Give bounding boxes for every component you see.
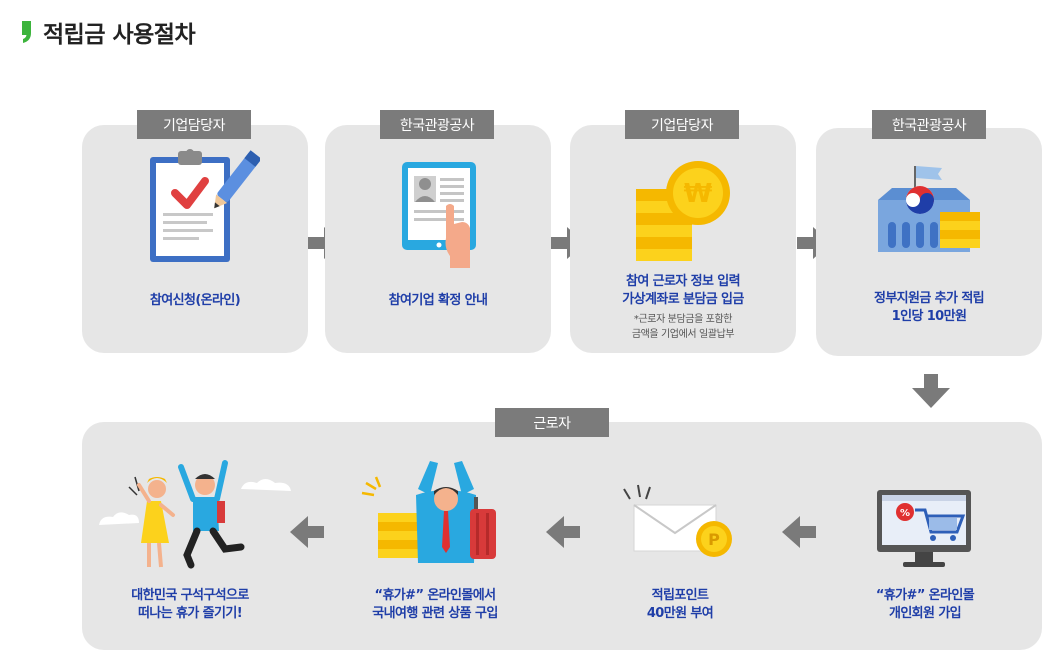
step-label: 참여 근로자 정보 입력 가상계좌로 분담금 입금 xyxy=(622,274,744,307)
happy-travelers-icon xyxy=(95,455,295,570)
step-label: 대한민국 구석구석으로 떠나는 휴가 즐기기! xyxy=(131,588,249,621)
arrow-down-icon xyxy=(910,372,952,410)
step-tag: 기업담당자 xyxy=(137,110,251,139)
step-tag: 근로자 xyxy=(495,408,609,437)
svg-text:₩: ₩ xyxy=(684,179,713,209)
svg-text:P: P xyxy=(708,530,720,549)
step-tag: 기업담당자 xyxy=(625,110,739,139)
arrow-left-icon xyxy=(288,512,326,552)
government-building-icon xyxy=(872,160,987,255)
traveler-luggage-icon xyxy=(358,455,503,565)
arrow-left-icon xyxy=(544,512,582,552)
step-label: 참여신청(온라인) xyxy=(149,293,241,308)
step-tag: 한국관광공사 xyxy=(872,110,986,139)
step-label: 정부지원금 추가 적립 1인당 10만원 xyxy=(873,291,985,324)
step-label: 참여기업 확정 안내 xyxy=(388,293,488,308)
page-title: 적립금 사용절차 xyxy=(43,22,196,48)
tablet-profile-icon xyxy=(400,160,485,270)
arrow-right-icon xyxy=(795,223,833,263)
arrow-right-icon xyxy=(549,223,587,263)
step-note: *근로자 분담금을 포함한 금액을 기업에서 일괄납부 xyxy=(631,314,735,340)
step-label: “휴가#” 온라인몰에서 국내여행 관련 상품 구입 xyxy=(372,588,498,621)
step-label: “휴가#” 온라인몰 개인회원 가입 xyxy=(875,588,975,621)
application-form-icon xyxy=(145,145,260,265)
arrow-left-icon xyxy=(780,512,818,552)
svg-text:%: % xyxy=(900,508,910,519)
shopping-cart-monitor-icon: % xyxy=(875,488,975,573)
heading-mark-icon xyxy=(20,19,33,45)
step-tag: 한국관광공사 xyxy=(380,110,494,139)
envelope-point-icon: P xyxy=(618,483,738,563)
step-label: 적립포인트 40만원 부여 xyxy=(646,588,714,621)
won-coins-icon: ₩ xyxy=(632,155,732,265)
page-heading: 적립금 사용절차 xyxy=(20,14,196,50)
